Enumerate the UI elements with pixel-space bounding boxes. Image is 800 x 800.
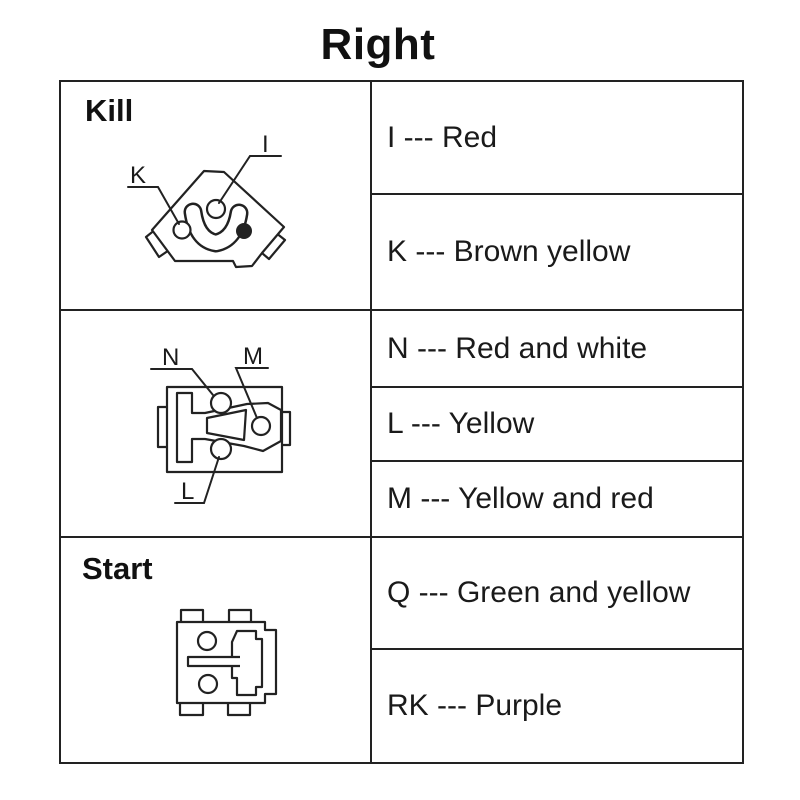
kill-leader-i: [218, 155, 282, 204]
wire-row-q: Q --- Green and yellow: [372, 536, 742, 648]
middle-pin-m: [250, 415, 272, 437]
middle-key-channel: [175, 391, 283, 464]
kill-filled-pin: [236, 223, 252, 239]
wire-row-i: I --- Red: [372, 82, 742, 193]
kill-pin-label-k: K: [130, 162, 146, 189]
kill-connector-diagram: K I: [127, 131, 287, 269]
middle-leader-n: [150, 368, 214, 396]
wire-row-k-text: K --- Brown yellow: [387, 235, 631, 268]
start-connector-diagram: [175, 608, 278, 717]
wire-row-m: M --- Yellow and red: [372, 460, 742, 536]
middle-pin-l: [209, 437, 233, 461]
wire-row-l: L --- Yellow: [372, 386, 742, 460]
three-pin-connector-diagram: N M L: [150, 343, 292, 505]
middle-leader-m: [234, 367, 269, 419]
wire-row-rk-text: RK --- Purple: [387, 689, 563, 722]
start-keyway: [230, 629, 264, 697]
middle-pin-label-l: L: [181, 478, 194, 505]
wire-row-k: K --- Brown yellow: [372, 193, 742, 309]
kill-connector-body: [150, 169, 286, 269]
wire-row-i-text: I --- Red: [387, 120, 498, 154]
connector-column: Kill K I: [61, 82, 372, 762]
start-pin-top: [196, 630, 218, 652]
wiring-table: Kill K I: [59, 80, 744, 764]
wire-row-n: N --- Red and white: [372, 309, 742, 386]
middle-pin-label-m: M: [243, 343, 263, 370]
middle-pin-n: [209, 391, 233, 415]
section-kill: Kill K I: [61, 82, 370, 309]
wire-row-l-text: L --- Yellow: [387, 407, 535, 440]
start-pin-bottom: [197, 673, 219, 695]
wire-row-m-text: M --- Yellow and red: [387, 482, 654, 515]
middle-leader-l: [174, 456, 220, 504]
middle-pin-label-n: N: [162, 344, 179, 371]
section-middle: N M L: [61, 309, 370, 536]
section-start: Start: [61, 536, 370, 762]
kill-leader-k: [127, 186, 180, 225]
kill-v-channel-fill: [186, 205, 246, 250]
start-key-bar: [186, 655, 240, 668]
kill-pin-i: [205, 198, 227, 220]
section-kill-label: Kill: [85, 93, 134, 128]
kill-pin-label-i: I: [262, 131, 269, 158]
page-title: Right: [320, 20, 436, 69]
kill-pin-k: [172, 220, 192, 240]
wire-color-column: I --- Red K --- Brown yellow N --- Red a…: [372, 82, 742, 762]
wire-row-rk: RK --- Purple: [372, 648, 742, 762]
wire-row-q-text: Q --- Green and yellow: [387, 576, 691, 609]
wire-row-n-text: N --- Red and white: [387, 331, 648, 365]
section-start-label: Start: [82, 551, 153, 586]
